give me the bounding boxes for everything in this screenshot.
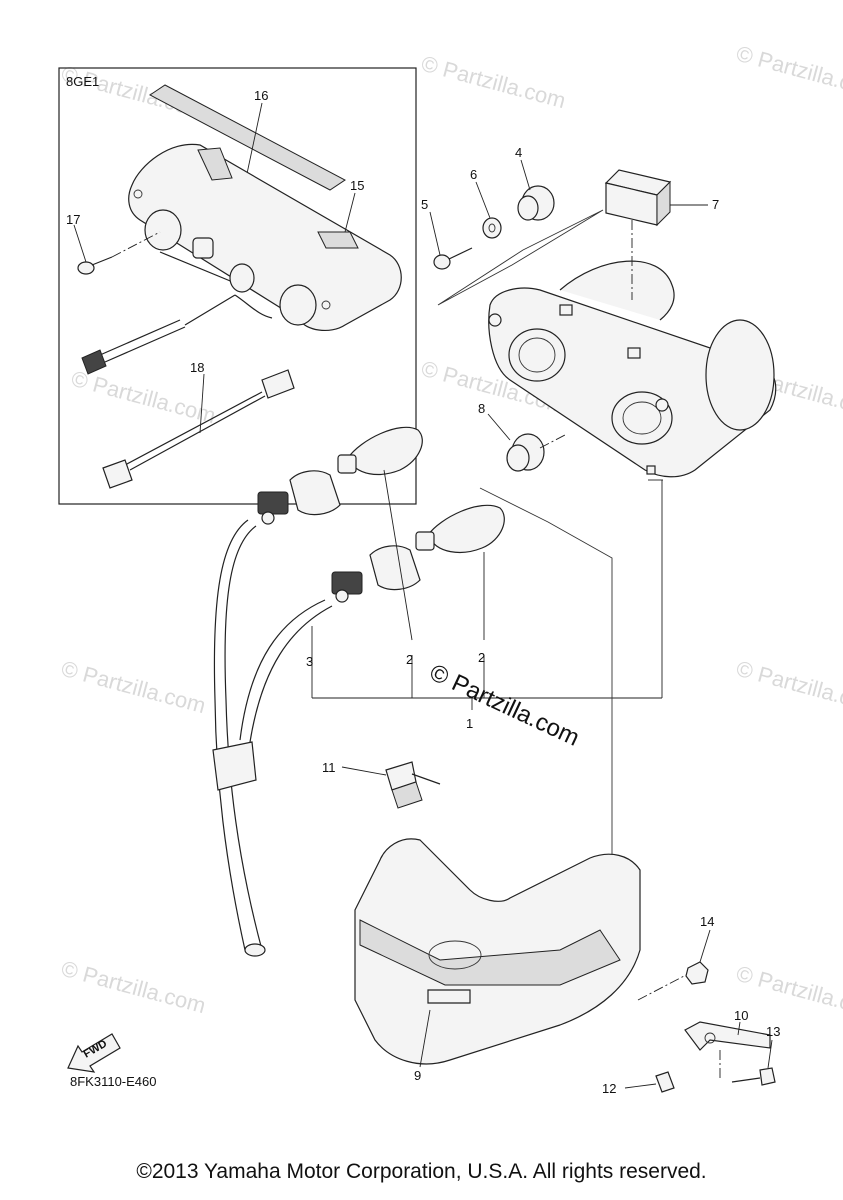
part-16-strip: 16: [149, 84, 346, 217]
part-12-clip: 12: [602, 1071, 675, 1096]
diagram-code: 8GE1: [66, 74, 99, 89]
callout-11: 11: [322, 760, 336, 775]
part-18-harness: 18: [102, 360, 295, 489]
callout-1: 1: [466, 716, 473, 731]
inset-socket-wire: [81, 251, 273, 375]
callout-3: 3: [306, 654, 313, 669]
assembly-lines: 1 2 2 3: [306, 469, 663, 880]
callout-6: 6: [470, 167, 477, 182]
callout-7: 7: [712, 197, 719, 212]
part-5-screw: 5: [421, 197, 473, 270]
callout-4: 4: [515, 145, 522, 160]
brand-watermark: © Partzilla.com: [425, 659, 583, 752]
part-14-nut: 14: [637, 914, 714, 1001]
part-17-screw: 17: [66, 212, 161, 275]
socket-upper: [257, 470, 341, 525]
part-9-bracket: 9: [354, 838, 641, 1083]
callout-16: 16: [254, 88, 268, 103]
drawing-number: 8FK3110-E460: [70, 1074, 157, 1089]
callout-18: 18: [190, 360, 204, 375]
parts-4-5-6: 5 6 4: [421, 145, 604, 306]
callout-5: 5: [421, 197, 428, 212]
part-4-grommet: 4: [515, 145, 555, 221]
part-11-clip: 11: [322, 760, 441, 809]
callout-9: 9: [414, 1068, 421, 1083]
bulb-lower: [415, 504, 505, 554]
socket-lower: [331, 545, 421, 603]
fwd-arrow: FWD: [67, 1033, 121, 1073]
callout-2a: 2: [406, 652, 413, 667]
socket-wiring: [212, 470, 421, 957]
callout-14: 14: [700, 914, 714, 929]
watermark: © Partzilla.com: [59, 956, 209, 1019]
main-lamp-housing: [488, 220, 777, 481]
callout-8: 8: [478, 401, 485, 416]
inset-8ge1: 8GE1 16 15 17: [58, 67, 417, 505]
watermark: © Partzilla.com: [734, 656, 843, 719]
part-10-bracket: 10: [684, 1008, 771, 1051]
part-8-grommet: 8: [478, 401, 566, 472]
watermark: © Partzilla.com: [419, 51, 569, 114]
part-6-washer: 6: [470, 167, 502, 239]
part-7-foam-block: 7: [604, 169, 719, 227]
watermark: © Partzilla.com: [734, 961, 843, 1024]
watermark: © Partzilla.com: [59, 656, 209, 719]
callout-13: 13: [766, 1024, 780, 1039]
watermark: © Partzilla.com: [69, 366, 219, 429]
inset-frame: [58, 67, 417, 505]
part-15-lamp-housing: 15: [128, 143, 402, 332]
callout-15: 15: [350, 178, 364, 193]
watermark: © Partzilla.com: [734, 41, 843, 104]
callout-10: 10: [734, 1008, 748, 1023]
part-13-bolt: 13: [719, 1024, 780, 1086]
callout-17: 17: [66, 212, 80, 227]
callout-2b: 2: [478, 650, 485, 665]
callout-12: 12: [602, 1081, 616, 1096]
copyright-notice: ©2013 Yamaha Motor Corporation, U.S.A. A…: [136, 1160, 707, 1183]
bulb-upper: [337, 426, 423, 476]
